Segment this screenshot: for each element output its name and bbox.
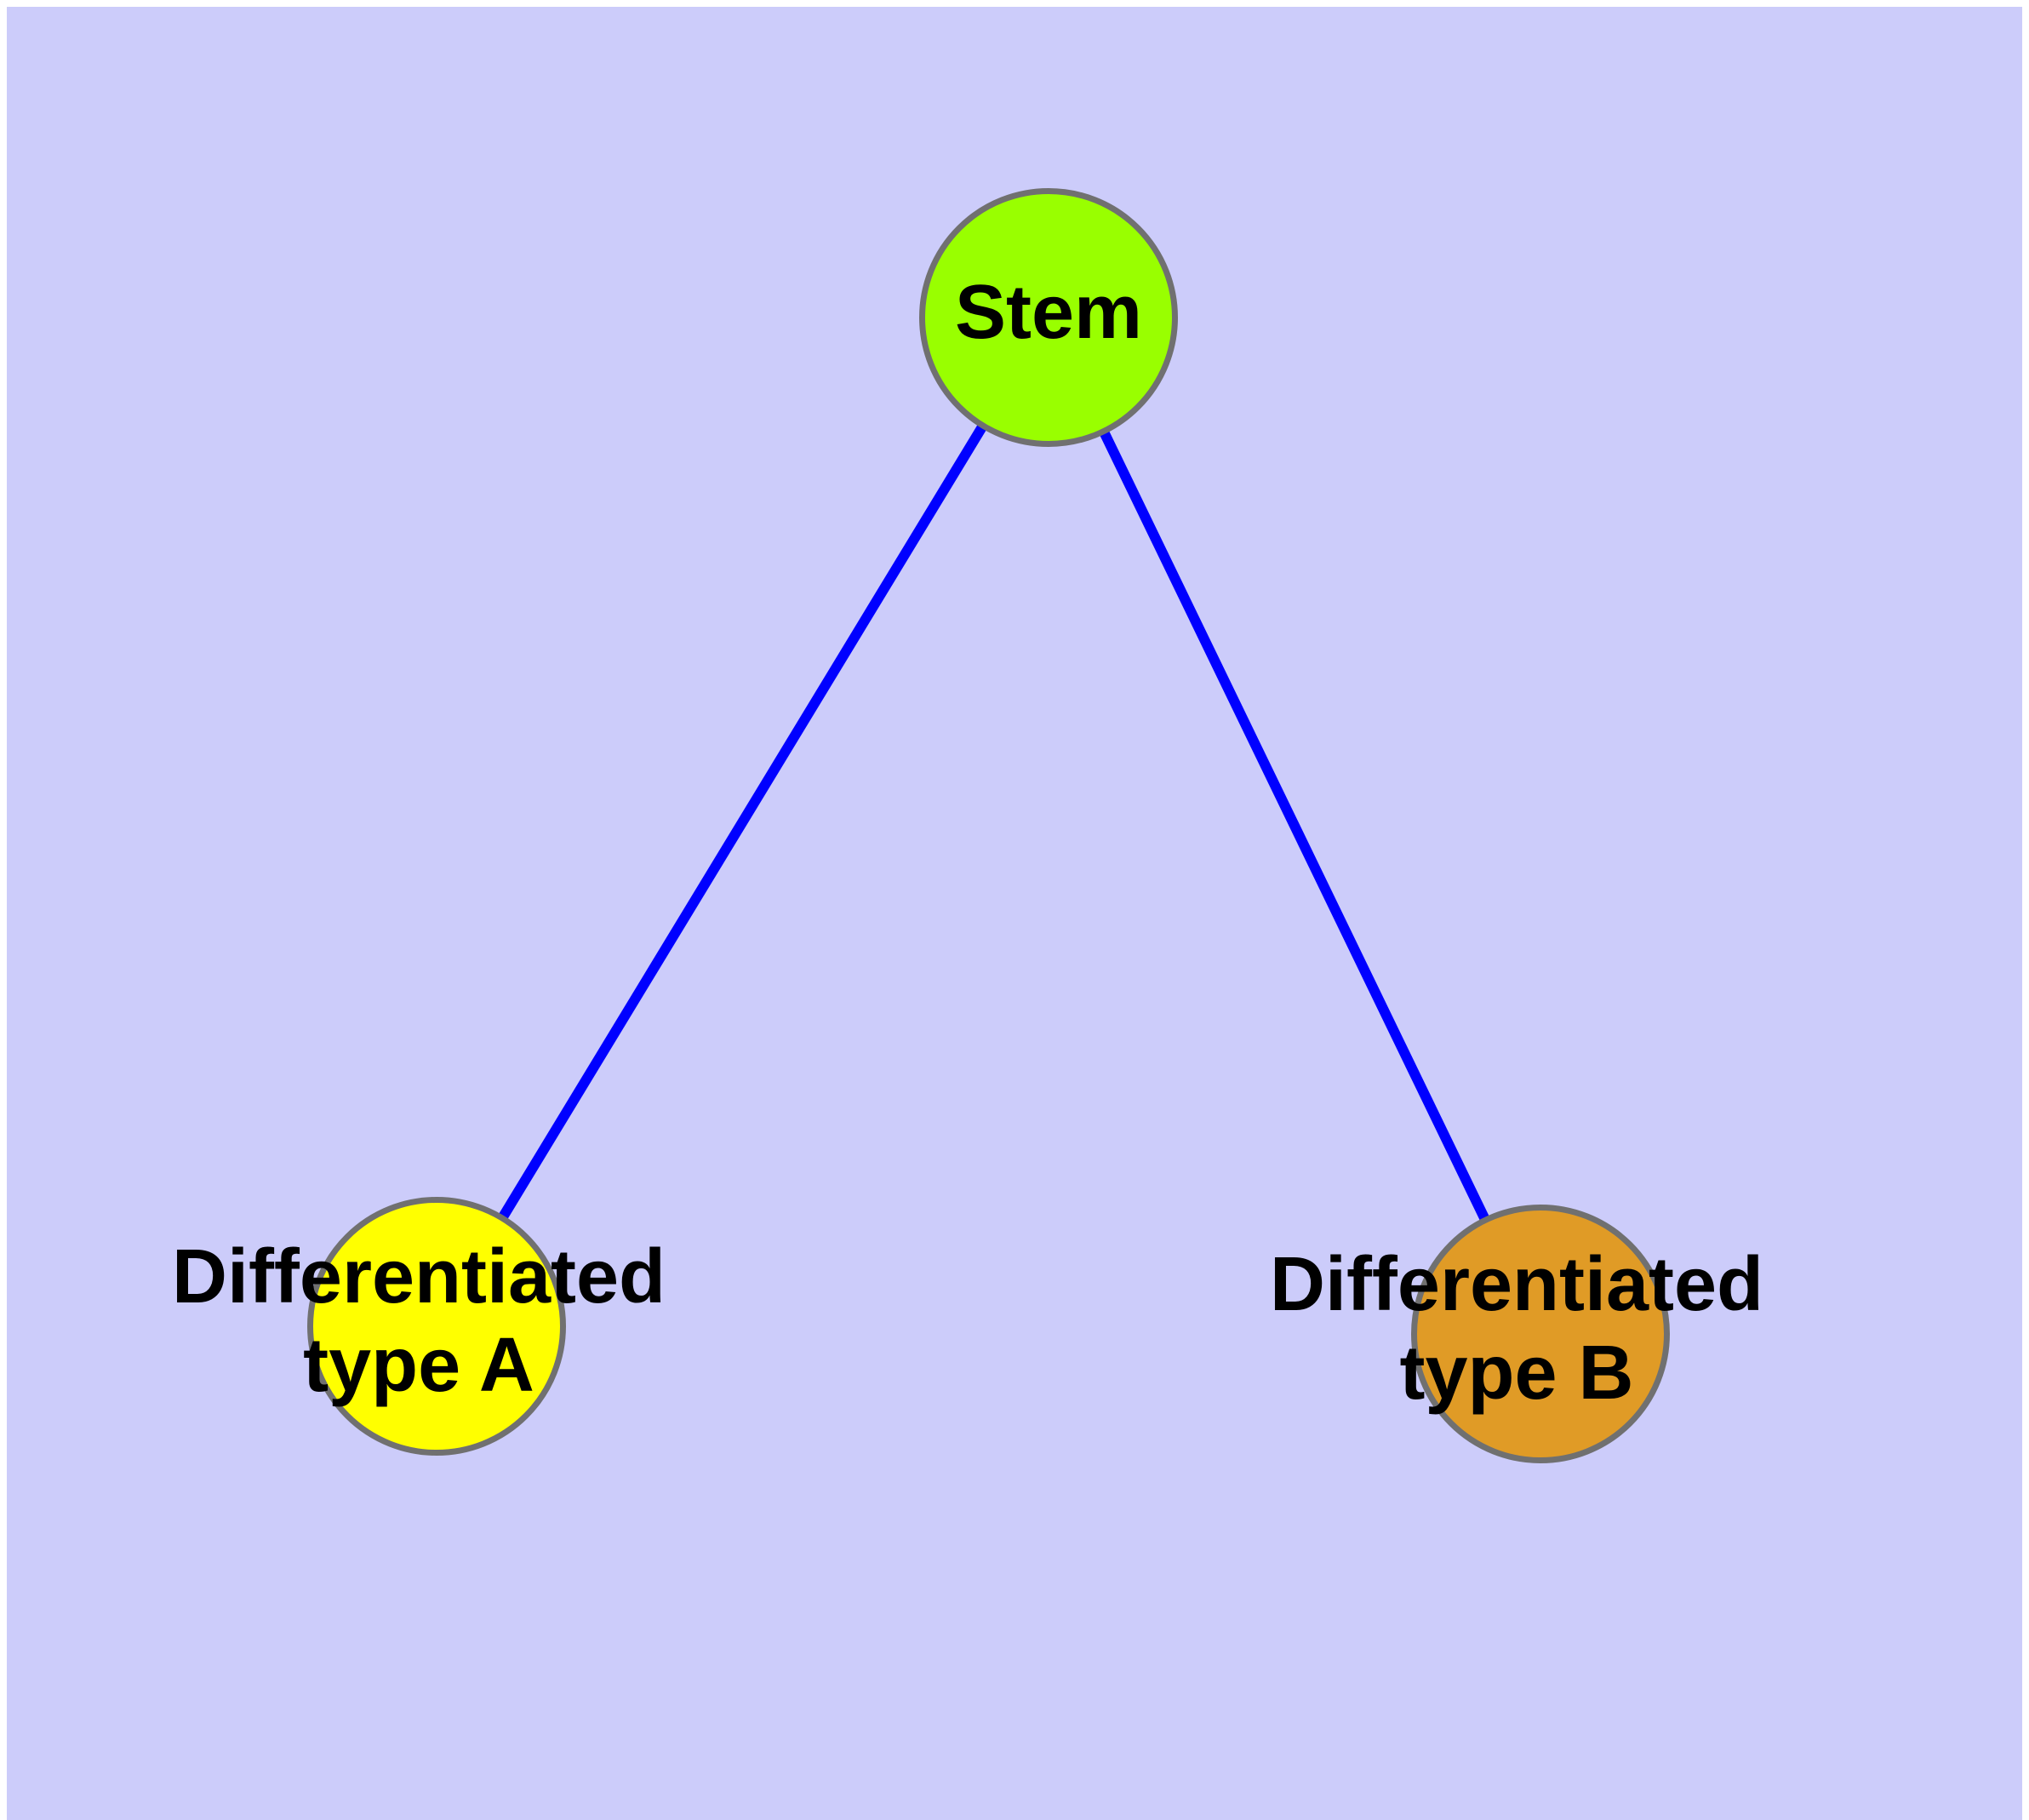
- label-line: Stem: [955, 270, 1142, 355]
- graph-node-label-stem: Stem: [955, 270, 1142, 355]
- nodes-layer: [307, 188, 1670, 1463]
- label-line: type A: [303, 1323, 534, 1408]
- label-line: Differentiated: [172, 1234, 666, 1319]
- label-line: Differentiated: [1270, 1242, 1763, 1327]
- graph-node-diff_b[interactable]: [1411, 1205, 1670, 1463]
- edges-layer: [497, 422, 1490, 1223]
- graph-node-stem[interactable]: [919, 188, 1178, 447]
- graph-node-diff_a[interactable]: [307, 1197, 566, 1456]
- edge-stem-diff-a[interactable]: [497, 422, 988, 1222]
- edge-stem-diff-b[interactable]: [1099, 428, 1490, 1223]
- label-line: type B: [1399, 1331, 1633, 1416]
